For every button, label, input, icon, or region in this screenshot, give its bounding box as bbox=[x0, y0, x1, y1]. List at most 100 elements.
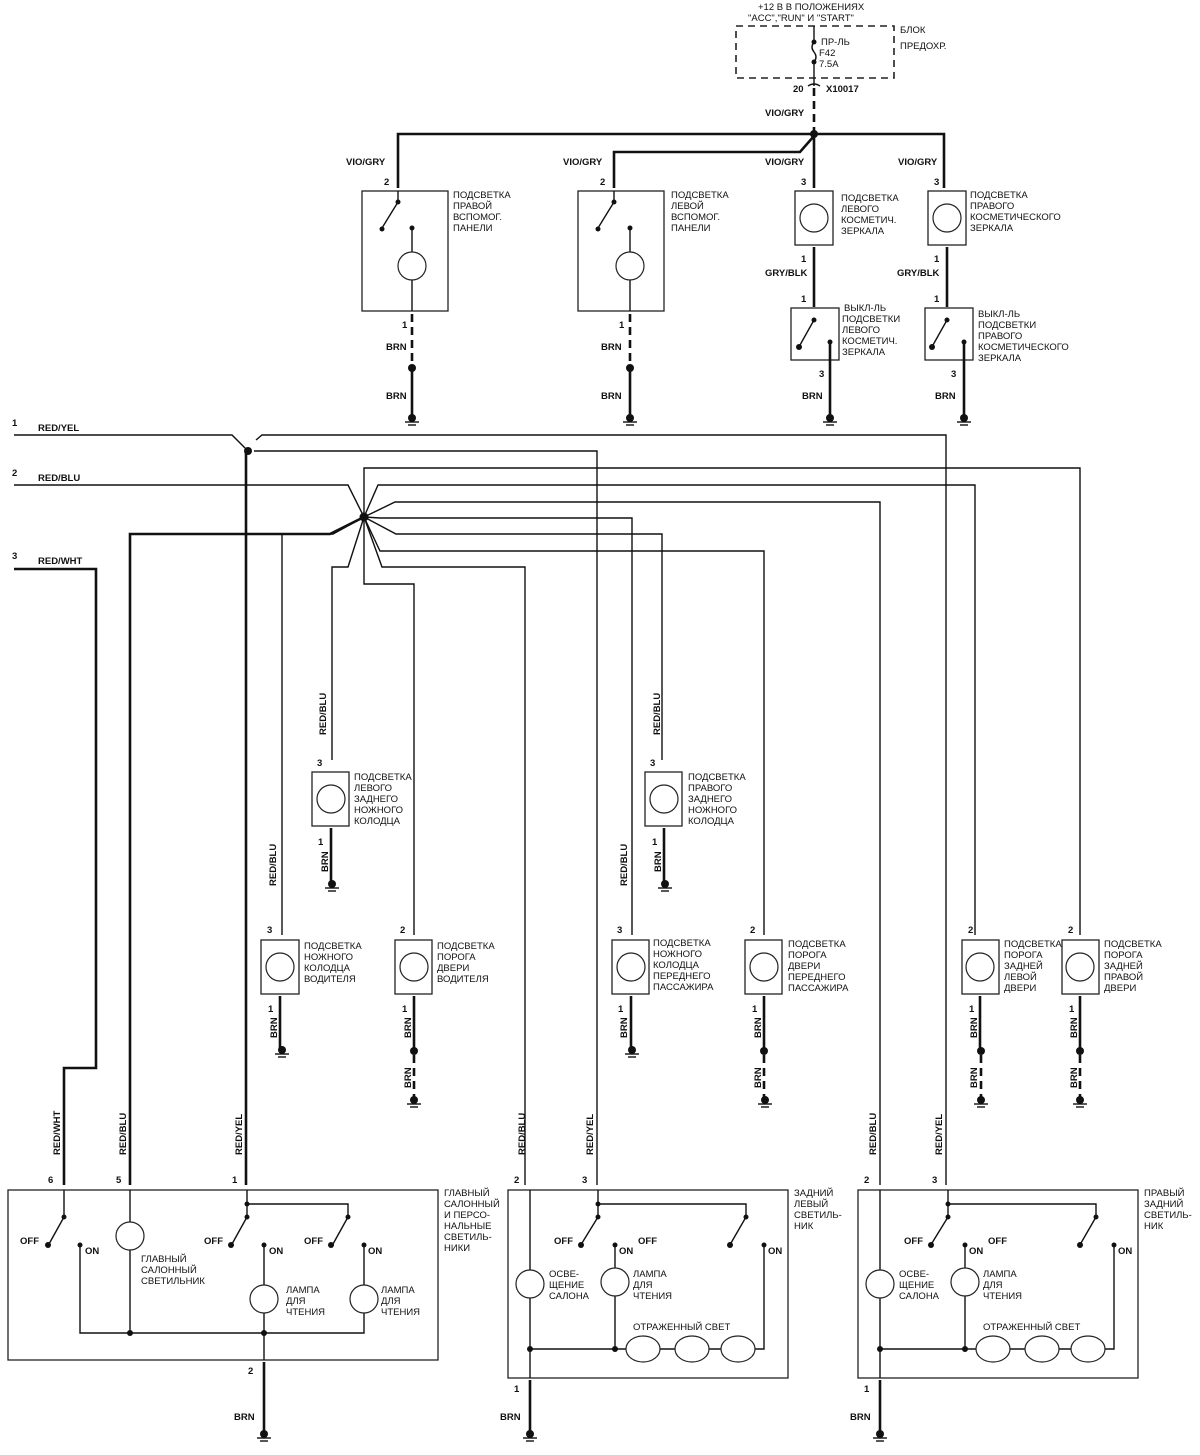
ground-dot bbox=[526, 1430, 534, 1438]
contact-dot bbox=[928, 1242, 934, 1248]
input-wire-label: RED/YEL bbox=[38, 423, 79, 434]
on-label: ON bbox=[969, 1246, 983, 1257]
wire-label: BRN bbox=[969, 1017, 980, 1038]
fuse-pin: 20 bbox=[793, 84, 804, 95]
pin-label: 3 bbox=[819, 369, 824, 380]
off-label: OFF bbox=[204, 1236, 223, 1247]
ground-icon bbox=[405, 414, 419, 426]
contact-dot bbox=[1077, 1242, 1083, 1248]
on-label: ON bbox=[619, 1246, 633, 1257]
switch-icon bbox=[332, 1216, 349, 1245]
wire-label: BRN bbox=[1069, 1067, 1080, 1088]
connector-icon bbox=[807, 83, 821, 87]
reflected-lamp-icon bbox=[625, 1335, 661, 1363]
wire-label: BRN bbox=[234, 1412, 255, 1423]
fuse-id: F42 bbox=[819, 48, 835, 59]
pin-label: 1 bbox=[268, 1004, 274, 1015]
wire-label: BRN bbox=[850, 1412, 871, 1423]
lamp-icon bbox=[399, 952, 429, 982]
junction-dot bbox=[527, 1346, 533, 1352]
wire-label: BRN bbox=[386, 391, 407, 402]
pin-label: 2 bbox=[248, 1366, 253, 1377]
pin-label: 1 bbox=[652, 837, 658, 848]
wire-label: RED/YEL bbox=[934, 1114, 945, 1155]
wire-label: RED/BLU bbox=[652, 693, 663, 735]
wire-label: RED/BLU bbox=[268, 844, 279, 886]
on-label: ON bbox=[1118, 1246, 1132, 1257]
pin-label: 1 bbox=[801, 294, 807, 305]
ground-icon bbox=[325, 880, 339, 892]
switch-icon bbox=[381, 201, 399, 229]
wire-label: BRN bbox=[802, 391, 823, 402]
label-line: ДЛЯ bbox=[983, 1280, 1003, 1291]
switch-icon bbox=[48, 1216, 65, 1245]
lamp-icon bbox=[799, 203, 829, 233]
pin-label: 1 bbox=[864, 1384, 870, 1395]
switch-icon bbox=[932, 319, 948, 346]
wire-label: BRN bbox=[753, 1017, 764, 1038]
wire-label: VIO/GRY bbox=[563, 157, 603, 168]
lamp-icon bbox=[115, 1221, 145, 1251]
ground-icon bbox=[658, 880, 672, 892]
wire-label: BRN bbox=[500, 1412, 521, 1423]
pin-label: 3 bbox=[951, 369, 956, 380]
wire-label: BRN bbox=[269, 1017, 280, 1038]
wire-label: GRY/BLK bbox=[897, 268, 940, 279]
wire-label: BRN bbox=[619, 1017, 630, 1038]
on-label: ON bbox=[269, 1246, 283, 1257]
pin-label: 6 bbox=[48, 1175, 53, 1186]
ground-dot bbox=[876, 1430, 884, 1438]
pin-label: 1 bbox=[318, 837, 324, 848]
lamp-icon bbox=[515, 1269, 545, 1299]
off-label: OFF bbox=[304, 1236, 323, 1247]
input-pin: 1 bbox=[12, 418, 18, 429]
unit-outline bbox=[507, 1189, 789, 1379]
pin-label: 3 bbox=[801, 177, 806, 188]
lamp-icon bbox=[649, 784, 679, 814]
label-line: ЩЕНИЕ bbox=[899, 1280, 934, 1291]
fuse-block-label-2: ПРЕДОХР. bbox=[900, 41, 946, 52]
off-label: OFF bbox=[904, 1236, 923, 1247]
lamp-icon bbox=[615, 251, 645, 281]
pin-label: 5 bbox=[116, 1175, 122, 1186]
lamp-icon bbox=[1065, 952, 1095, 982]
label-line: ОСВЕ- bbox=[549, 1269, 579, 1280]
splice-dot bbox=[810, 130, 818, 138]
lamp-icon bbox=[316, 784, 346, 814]
ground-icon bbox=[1073, 1096, 1087, 1108]
title-line: ЛЕВЫЙ bbox=[794, 1198, 828, 1210]
pin-label: 3 bbox=[932, 1175, 937, 1186]
lamp-icon bbox=[865, 1269, 895, 1299]
switch-icon bbox=[597, 201, 615, 229]
wire-label: GRY/BLK bbox=[765, 268, 808, 279]
reflected-light-label: ОТРАЖЕННЫЙ СВЕТ bbox=[983, 1321, 1080, 1333]
wire-label: BRN bbox=[403, 1067, 414, 1088]
reading-lamp-icon bbox=[600, 1267, 630, 1297]
pin-label: 2 bbox=[864, 1175, 869, 1186]
pin-label: 1 bbox=[619, 320, 625, 331]
reflected-lamp-icon bbox=[1070, 1335, 1106, 1363]
pin-label: 1 bbox=[969, 1004, 975, 1015]
fuse-block: +12 В В ПОЛОЖЕНИЯХ "ACC","RUN" И "START"… bbox=[735, 2, 946, 134]
wire-label: BRN bbox=[601, 342, 622, 353]
title-line: СВЕТИЛЬ- bbox=[1144, 1210, 1192, 1221]
wire-label: BRN bbox=[753, 1067, 764, 1088]
off-label: OFF bbox=[638, 1236, 657, 1247]
switch-icon bbox=[581, 1216, 599, 1244]
ground-icon bbox=[823, 414, 837, 426]
